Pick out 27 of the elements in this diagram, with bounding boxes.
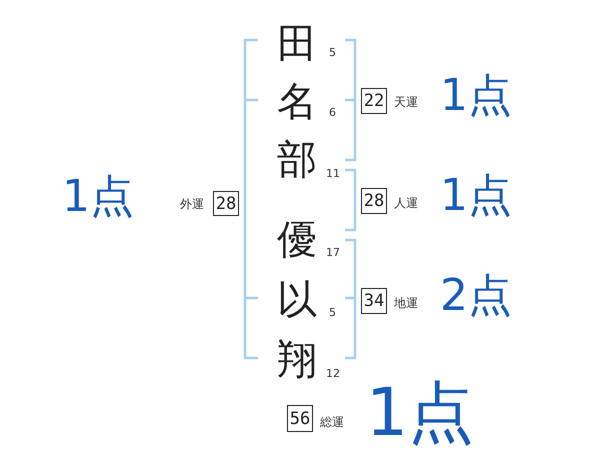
total-box: 28 (213, 191, 239, 216)
stroke-count: 6 (329, 107, 336, 118)
score-text: 1点 (440, 174, 512, 218)
name-character: 以 (277, 280, 317, 320)
score-text: 2点 (440, 274, 512, 318)
stroke-count: 5 (329, 47, 336, 58)
score-text: 1点 (440, 74, 512, 118)
stroke-count: 12 (326, 368, 340, 379)
total-box: 56 (287, 405, 313, 432)
name-character: 翔 (277, 340, 317, 380)
name-character: 優 (277, 220, 317, 260)
name-character: 部 (277, 140, 317, 180)
total-box: 22 (361, 88, 387, 114)
fortune-label: 総運 (320, 416, 344, 428)
total-box: 34 (361, 288, 387, 314)
fortune-label: 地運 (394, 297, 418, 309)
score-text: 1点 (62, 175, 134, 219)
fortune-label: 天運 (394, 96, 418, 108)
total-box: 28 (361, 188, 387, 214)
stroke-count: 17 (326, 247, 340, 258)
stroke-count: 11 (326, 168, 340, 179)
score-text: 1点 (366, 380, 474, 446)
fortune-label: 外運 (180, 198, 204, 210)
stroke-count: 5 (329, 307, 336, 318)
name-character: 田 (277, 24, 317, 64)
fortune-label: 人運 (394, 197, 418, 209)
name-character: 名 (277, 82, 317, 122)
